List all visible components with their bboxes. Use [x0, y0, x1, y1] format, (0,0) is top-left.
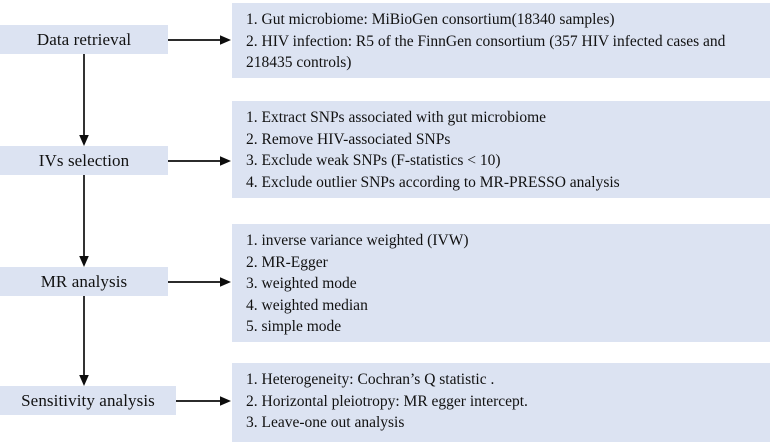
detail-box-mr-analysis: 1. inverse variance weighted (IVW) 2. MR…: [232, 224, 770, 342]
detail-line: 1. inverse variance weighted (IVW): [246, 232, 469, 249]
detail-line: 4. Exclude outlier SNPs according to MR-…: [246, 173, 620, 191]
detail-line: 2. HIV infection: R5 of the FinnGen cons…: [246, 32, 726, 72]
stage-box-ivs-selection[interactable]: IVs selection: [0, 146, 168, 175]
arrow-sensitivity-analysis-to-details: [176, 396, 231, 406]
stage-box-mr-analysis[interactable]: MR analysis: [0, 267, 168, 296]
detail-line: 2. Remove HIV-associated SNPs: [246, 130, 451, 148]
detail-line: 5. simple mode: [246, 318, 342, 335]
detail-line: 3. weighted mode: [246, 275, 357, 292]
detail-box-sensitivity-analysis: 1. Heterogeneity: Cochran’s Q statistic …: [232, 363, 770, 442]
stage-box-data-retrieval[interactable]: Data retrieval: [0, 25, 168, 54]
detail-box-ivs-selection: 1. Extract SNPs associated with gut micr…: [232, 101, 770, 198]
arrow-mr-analysis-to-sensitivity-analysis: [79, 296, 89, 386]
stage-label-mr-analysis: MR analysis: [40, 272, 128, 291]
detail-line: 1. Extract SNPs associated with gut micr…: [246, 109, 547, 126]
arrow-data-retrieval-to-ivs-selection: [79, 54, 89, 146]
detail-line: 3. Exclude weak SNPs (F-statistics < 10): [246, 152, 501, 169]
detail-line: 2. Horizontal pleiotropy: MR egger inter…: [246, 392, 528, 410]
detail-box-data-retrieval: 1. Gut microbiome: MiBioGen consortium(1…: [232, 3, 770, 78]
detail-line: 2. MR-Egger: [246, 253, 328, 271]
arrow-mr-analysis-to-details: [168, 277, 231, 287]
stage-label-data-retrieval: Data retrieval: [36, 30, 132, 49]
arrow-ivs-selection-to-details: [168, 156, 231, 166]
detail-line: 4. weighted median: [246, 296, 368, 314]
stage-label-ivs-selection: IVs selection: [38, 151, 130, 170]
arrow-data-retrieval-to-details: [168, 35, 231, 45]
detail-line: 3. Leave-one out analysis: [246, 414, 405, 431]
stage-label-sensitivity-analysis: Sensitivity analysis: [21, 391, 155, 410]
stage-box-sensitivity-analysis[interactable]: Sensitivity analysis: [0, 386, 176, 415]
detail-line: 1. Gut microbiome: MiBioGen consortium(1…: [246, 11, 615, 28]
detail-line: 1. Heterogeneity: Cochran’s Q statistic …: [246, 371, 495, 388]
arrow-ivs-selection-to-mr-analysis: [79, 175, 89, 267]
